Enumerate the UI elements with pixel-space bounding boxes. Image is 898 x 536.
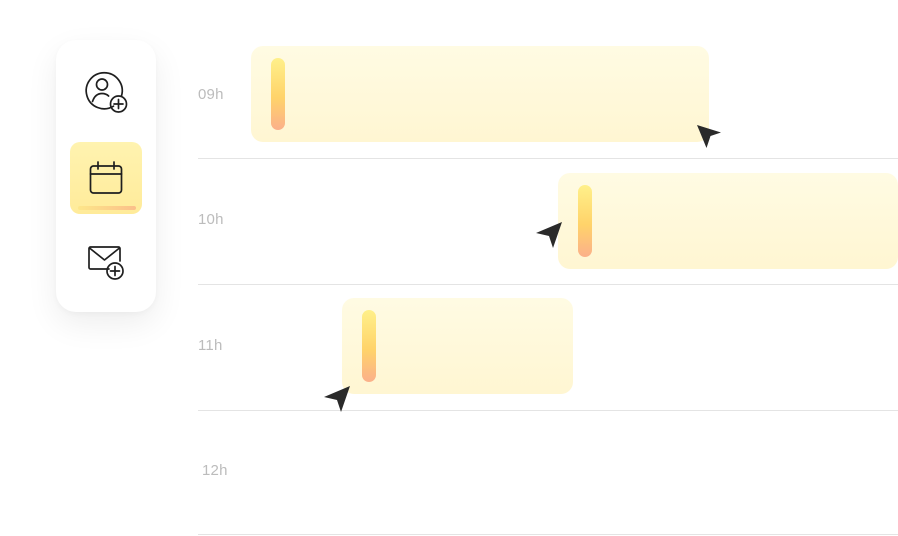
- calendar-button[interactable]: [70, 142, 142, 214]
- hour-divider: [198, 284, 898, 285]
- add-contact-button[interactable]: [70, 56, 142, 128]
- user-plus-icon: [85, 71, 128, 113]
- hour-label-10: 10h: [198, 211, 224, 228]
- hour-label-11: 11h: [198, 337, 223, 354]
- hour-label-12: 12h: [202, 462, 228, 479]
- active-indicator: [78, 206, 136, 210]
- event-accent-bar: [362, 310, 376, 382]
- event-block-1100[interactable]: [342, 298, 573, 394]
- sidebar: [56, 40, 156, 312]
- hour-divider: [198, 410, 898, 411]
- hour-divider: [198, 534, 898, 535]
- event-block-0900[interactable]: [251, 46, 709, 142]
- mail-plus-icon: [88, 246, 124, 280]
- calendar-icon: [89, 161, 123, 194]
- hour-divider: [198, 158, 898, 159]
- add-mail-button[interactable]: [70, 226, 142, 298]
- hour-label-09: 09h: [198, 86, 224, 103]
- event-accent-bar: [578, 185, 592, 257]
- event-accent-bar: [271, 58, 285, 130]
- event-block-1000[interactable]: [558, 173, 898, 269]
